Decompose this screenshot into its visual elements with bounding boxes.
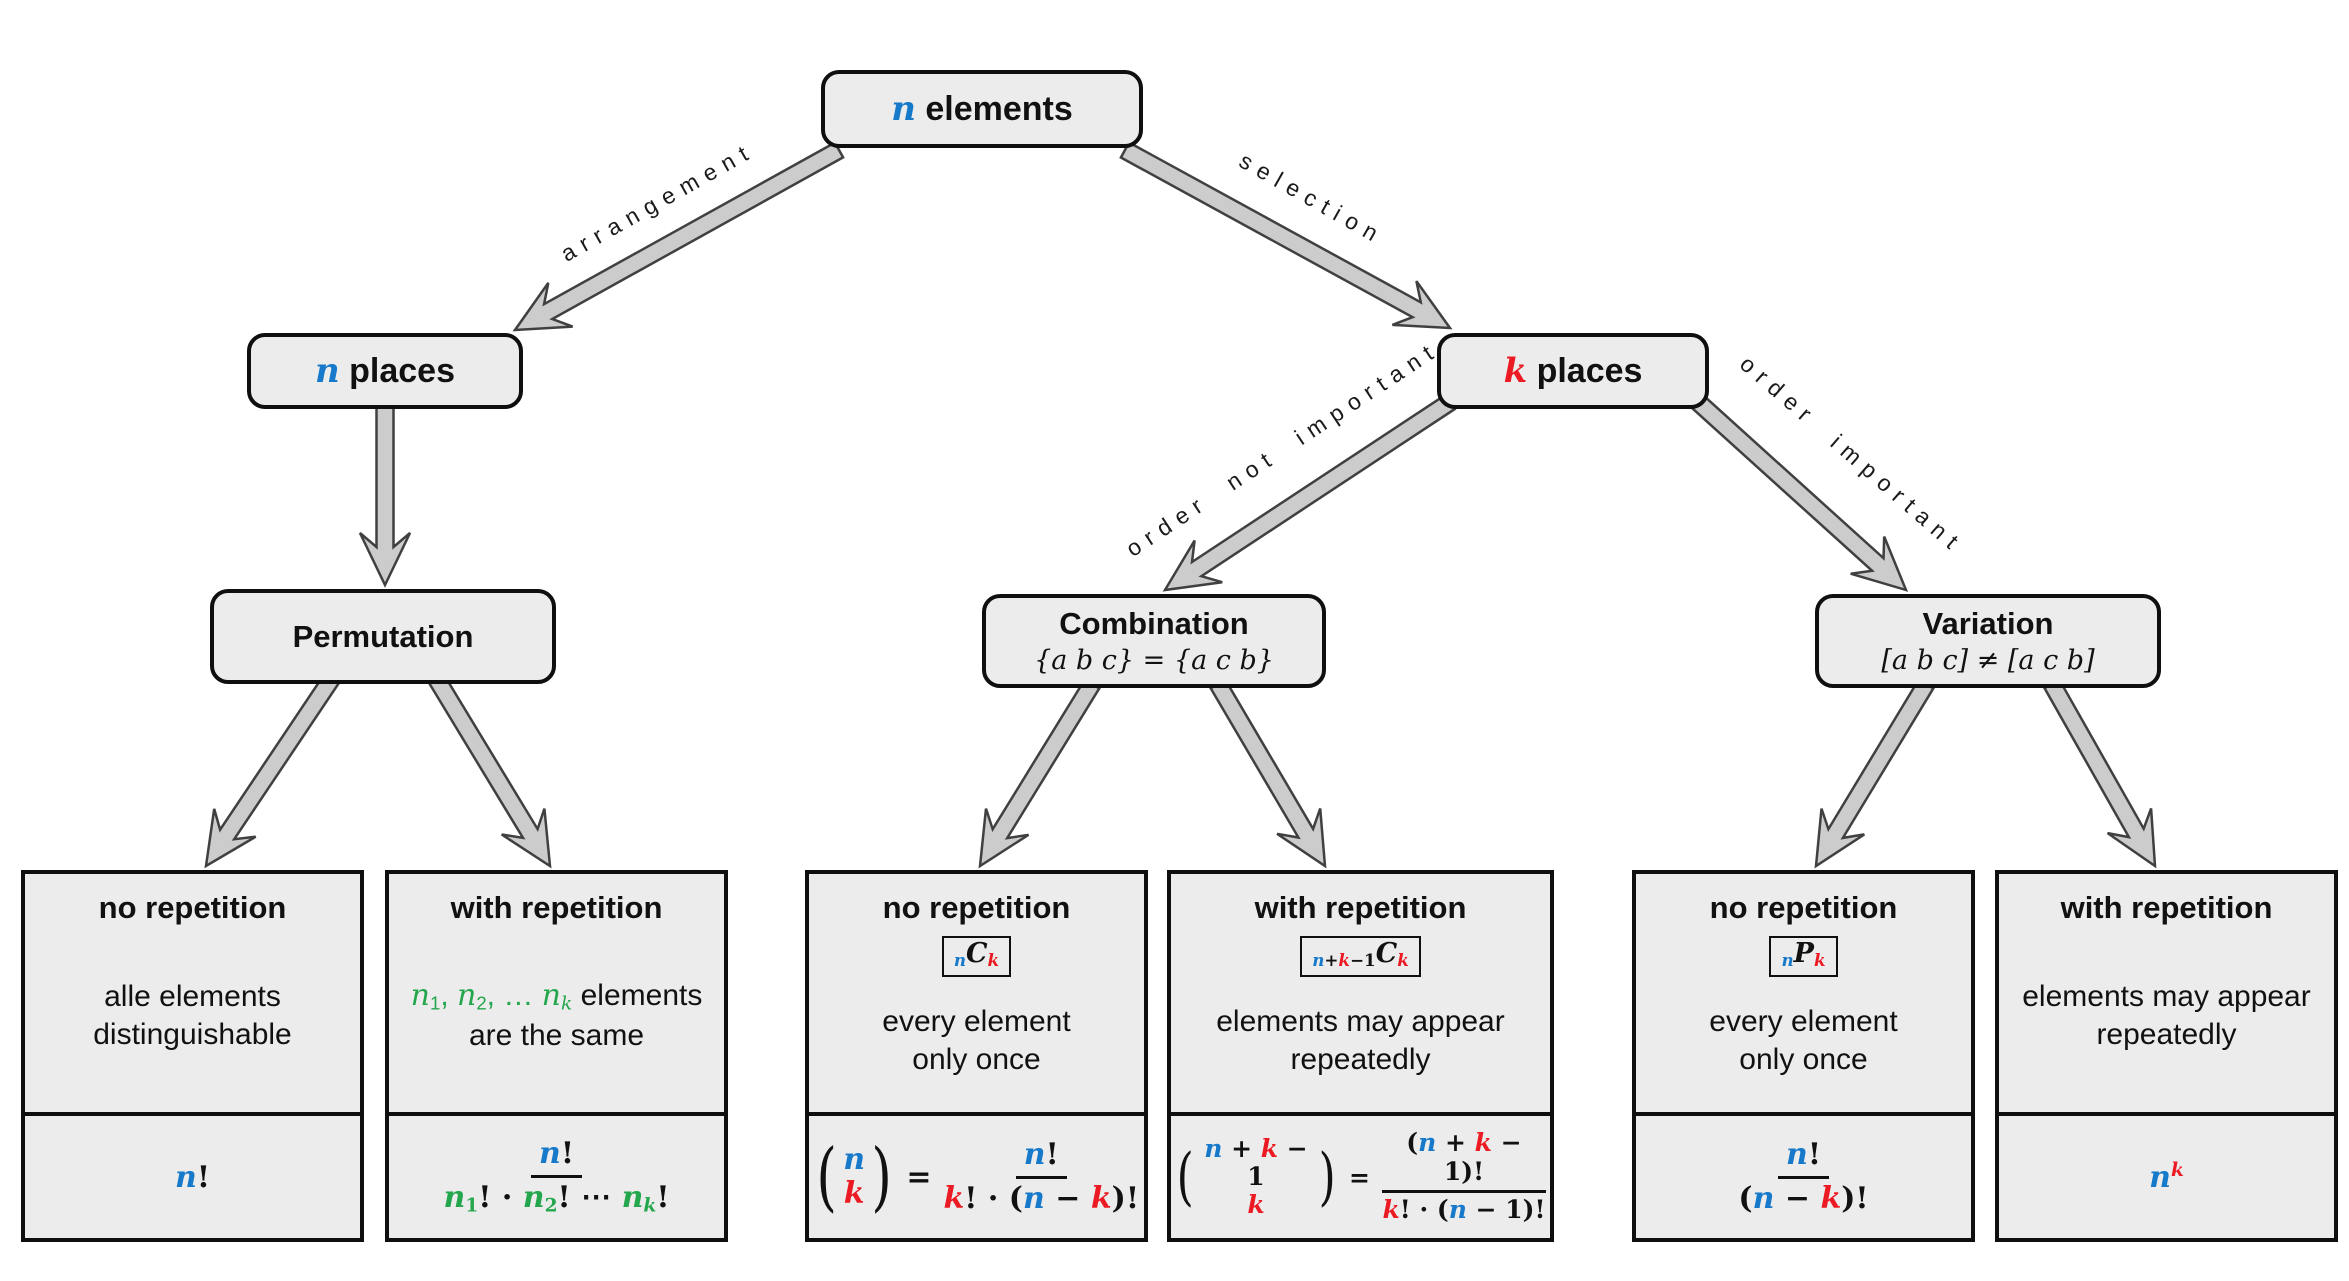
notation-badge-nPk: nPk	[1769, 936, 1838, 977]
arrow-root-to-k-places	[1119, 140, 1453, 330]
notation-badge-nCk: nCk	[941, 936, 1012, 977]
leaf-formula: n!	[25, 1112, 360, 1238]
node-permutation-title: Permutation	[292, 618, 474, 654]
arrow-k-places-to-combination	[1162, 393, 1457, 592]
arrow-n-places-to-permutation	[358, 402, 412, 588]
notation-badge-n-plus-k-minus-1-C-k: n+k−1Ck	[1300, 936, 1421, 977]
arrow-k-places-to-variation	[1690, 393, 1909, 592]
node-k-places-label: k places	[1503, 351, 1643, 391]
node-n-elements: n elements	[821, 70, 1143, 148]
arrow-combination-to-with-repetition	[1208, 677, 1327, 869]
arrow-permutation-to-no-repetition	[204, 671, 341, 869]
node-n-places: n places	[247, 333, 523, 409]
leaf-title: with repetition	[450, 890, 663, 925]
arrow-root-to-n-places	[512, 140, 845, 332]
node-k-places: k places	[1437, 333, 1709, 409]
leaf-title: no repetition	[882, 890, 1071, 925]
formula: n!	[175, 1159, 210, 1195]
leaf-formula: nk	[1999, 1112, 2334, 1238]
node-n-places-label: n places	[314, 351, 456, 391]
leaf-formula: n!n1! · n2! ⋯ nk!	[389, 1112, 724, 1238]
node-variation-title: Variation	[1922, 606, 2054, 642]
leaf-combination-with-repetition: with repetition n+k−1Ck elements may app…	[1167, 870, 1554, 1242]
arrow-variation-to-no-repetition	[1814, 677, 1936, 869]
node-n-elements-label: n elements	[891, 89, 1073, 129]
formula: n!n1! · n2! ⋯ nk!	[443, 1136, 670, 1217]
arrow-permutation-to-with-repetition	[426, 671, 552, 869]
leaf-title: with repetition	[1254, 890, 1467, 925]
node-variation: Variation [a b c] ≠ [a c b]	[1815, 594, 2161, 688]
node-variation-subtitle: [a b c] ≠ [a c b]	[1881, 644, 2095, 676]
leaf-description-section: with repetition n+k−1Ck elements may app…	[1171, 874, 1550, 1112]
node-combination: Combination {a b c} = {a c b}	[982, 594, 1326, 688]
node-permutation: Permutation	[210, 589, 556, 684]
leaf-formula: n!(n − k)!	[1636, 1112, 1971, 1238]
leaf-title: no repetition	[98, 890, 287, 925]
arrow-variation-to-with-repetition	[2042, 678, 2157, 869]
formula: n!(n − k)!	[1738, 1137, 1869, 1216]
formula: nk	[2149, 1159, 2184, 1195]
leaf-title: with repetition	[2060, 890, 2273, 925]
node-combination-subtitle: {a b c} = {a c b}	[1034, 644, 1274, 676]
arrow-combination-to-no-repetition	[978, 677, 1101, 869]
leaf-title: no repetition	[1709, 890, 1898, 925]
node-combination-title: Combination	[1059, 606, 1249, 642]
